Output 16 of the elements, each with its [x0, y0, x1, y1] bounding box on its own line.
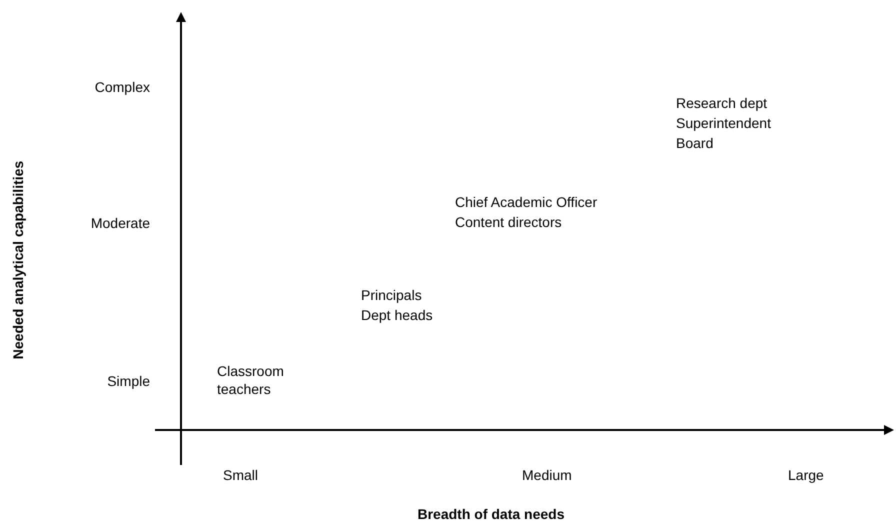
tick-label: Complex — [94, 78, 150, 96]
group-label: Principals — [361, 286, 422, 304]
tick-label: Medium — [522, 466, 572, 484]
tick-label: Small — [223, 466, 258, 484]
group-label: Board — [676, 134, 714, 152]
tick-label: Large — [788, 466, 824, 484]
axis-title: Breadth of data needs — [417, 505, 565, 523]
group-label: Chief Academic Officer — [455, 193, 598, 211]
axis-title: Needed analytical capabilities — [9, 160, 27, 360]
tick-label: Moderate — [90, 214, 150, 232]
group-label: Content directors — [455, 213, 562, 231]
group-label: Classroom teachers — [217, 362, 285, 398]
group-label: Superintendent — [676, 114, 771, 132]
group-label: Dept heads — [361, 306, 433, 324]
tick-label: Simple — [107, 372, 150, 390]
group-label: Research dept — [676, 94, 768, 112]
